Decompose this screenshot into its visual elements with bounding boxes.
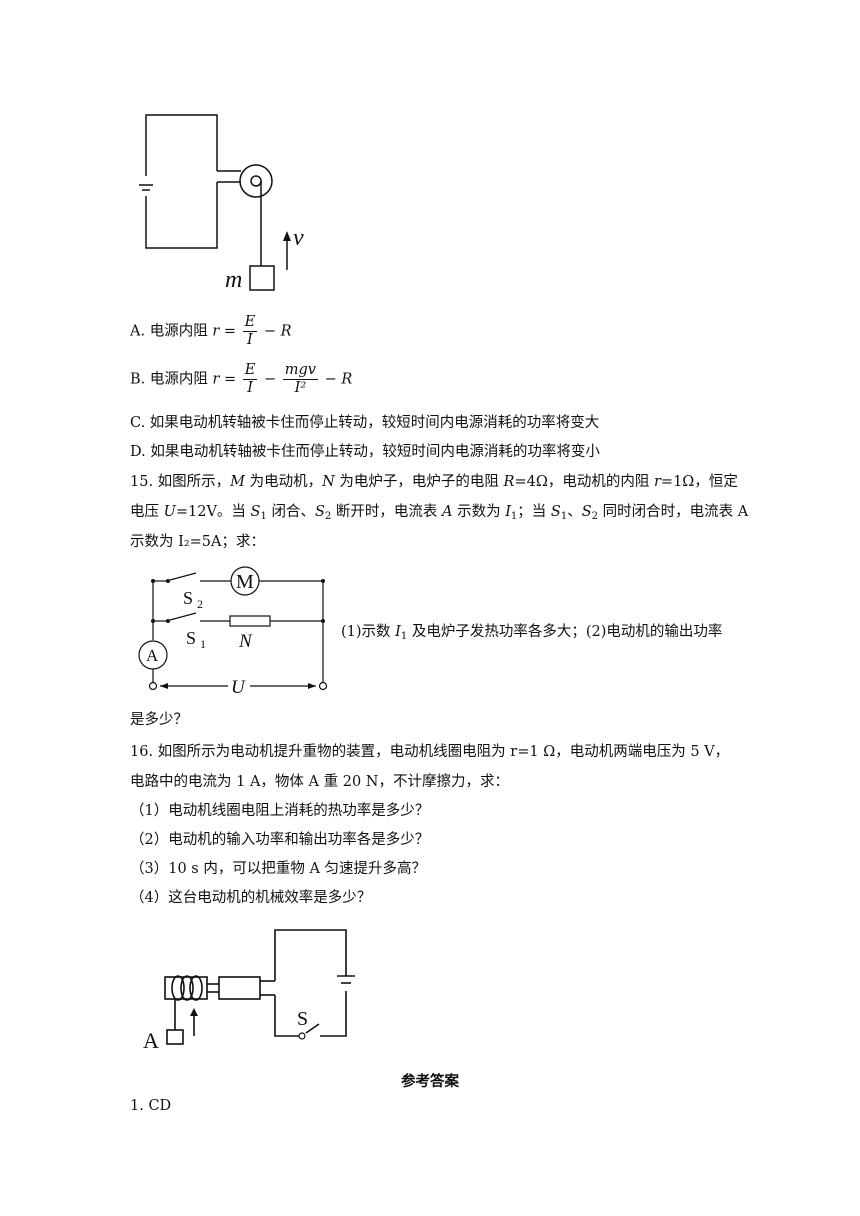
mass-label: m [225, 267, 242, 293]
q16-item-3: （3）10 s 内，可以把重物 A 匀速提升多高？ [130, 861, 427, 877]
answers-title: 参考答案 [401, 1073, 459, 1090]
motor-winch-diagram: A S [143, 929, 355, 1053]
svg-text:2: 2 [197, 597, 203, 611]
q16-line-1: 16. 如图所示为电动机提升重物的装置，电动机线圈电阻为 r=1 Ω，电动机两端… [130, 744, 730, 760]
q16-item-2: （2）电动机的输入功率和输出功率各是多少？ [130, 832, 430, 848]
switch-s2-label: S [183, 588, 193, 608]
velocity-label: v [293, 225, 304, 251]
heater-n-label: N [238, 631, 253, 652]
q16-item-1: （1）电动机线圈电阻上消耗的热功率是多少？ [130, 803, 430, 819]
motor-lift-circuit-diagram: m v [139, 114, 304, 293]
switch-s-label: S [297, 1008, 308, 1030]
answer-1: 1. CD [130, 1098, 172, 1114]
option-c: C. 如果电动机转轴被卡住而停止转动，较短时间内电源消耗的功率将变大 [130, 415, 600, 431]
q15-line-1: 15. 如图所示，M 为电动机，N 为电炉子，电炉子的电阻 R=4Ω，电动机的内… [130, 474, 738, 490]
weight-a-label: A [143, 1028, 159, 1053]
q15-question: (1)示数 I1 及电炉子发热功率各多大；(2)电动机的输出功率 [341, 624, 723, 642]
q15-line-2: 电压 U=12V。当 S1 闭合、S2 断开时，电流表 A 示数为 I1；当 S… [130, 504, 749, 522]
switch-s1-label: S [186, 628, 196, 648]
q16-item-4: （4）这台电动机的机械效率是多少？ [130, 890, 372, 906]
q15-question-end: 是多少？ [130, 712, 188, 728]
svg-text:1: 1 [200, 637, 206, 651]
voltage-u-label: U [231, 677, 246, 698]
motor-heater-circuit-diagram: M S 2 S 1 N A U [138, 566, 328, 698]
q16-line-2: 电路中的电流为 1 A，物体 A 重 20 N，不计摩擦力，求： [130, 774, 509, 790]
motor-label: M [236, 571, 254, 593]
q15-line-3: 示数为 I₂=5A；求： [130, 534, 265, 550]
ammeter-label: A [146, 646, 159, 665]
option-d: D. 如果电动机转轴被卡住而停止转动，较短时间内电源消耗的功率将变小 [130, 444, 600, 460]
